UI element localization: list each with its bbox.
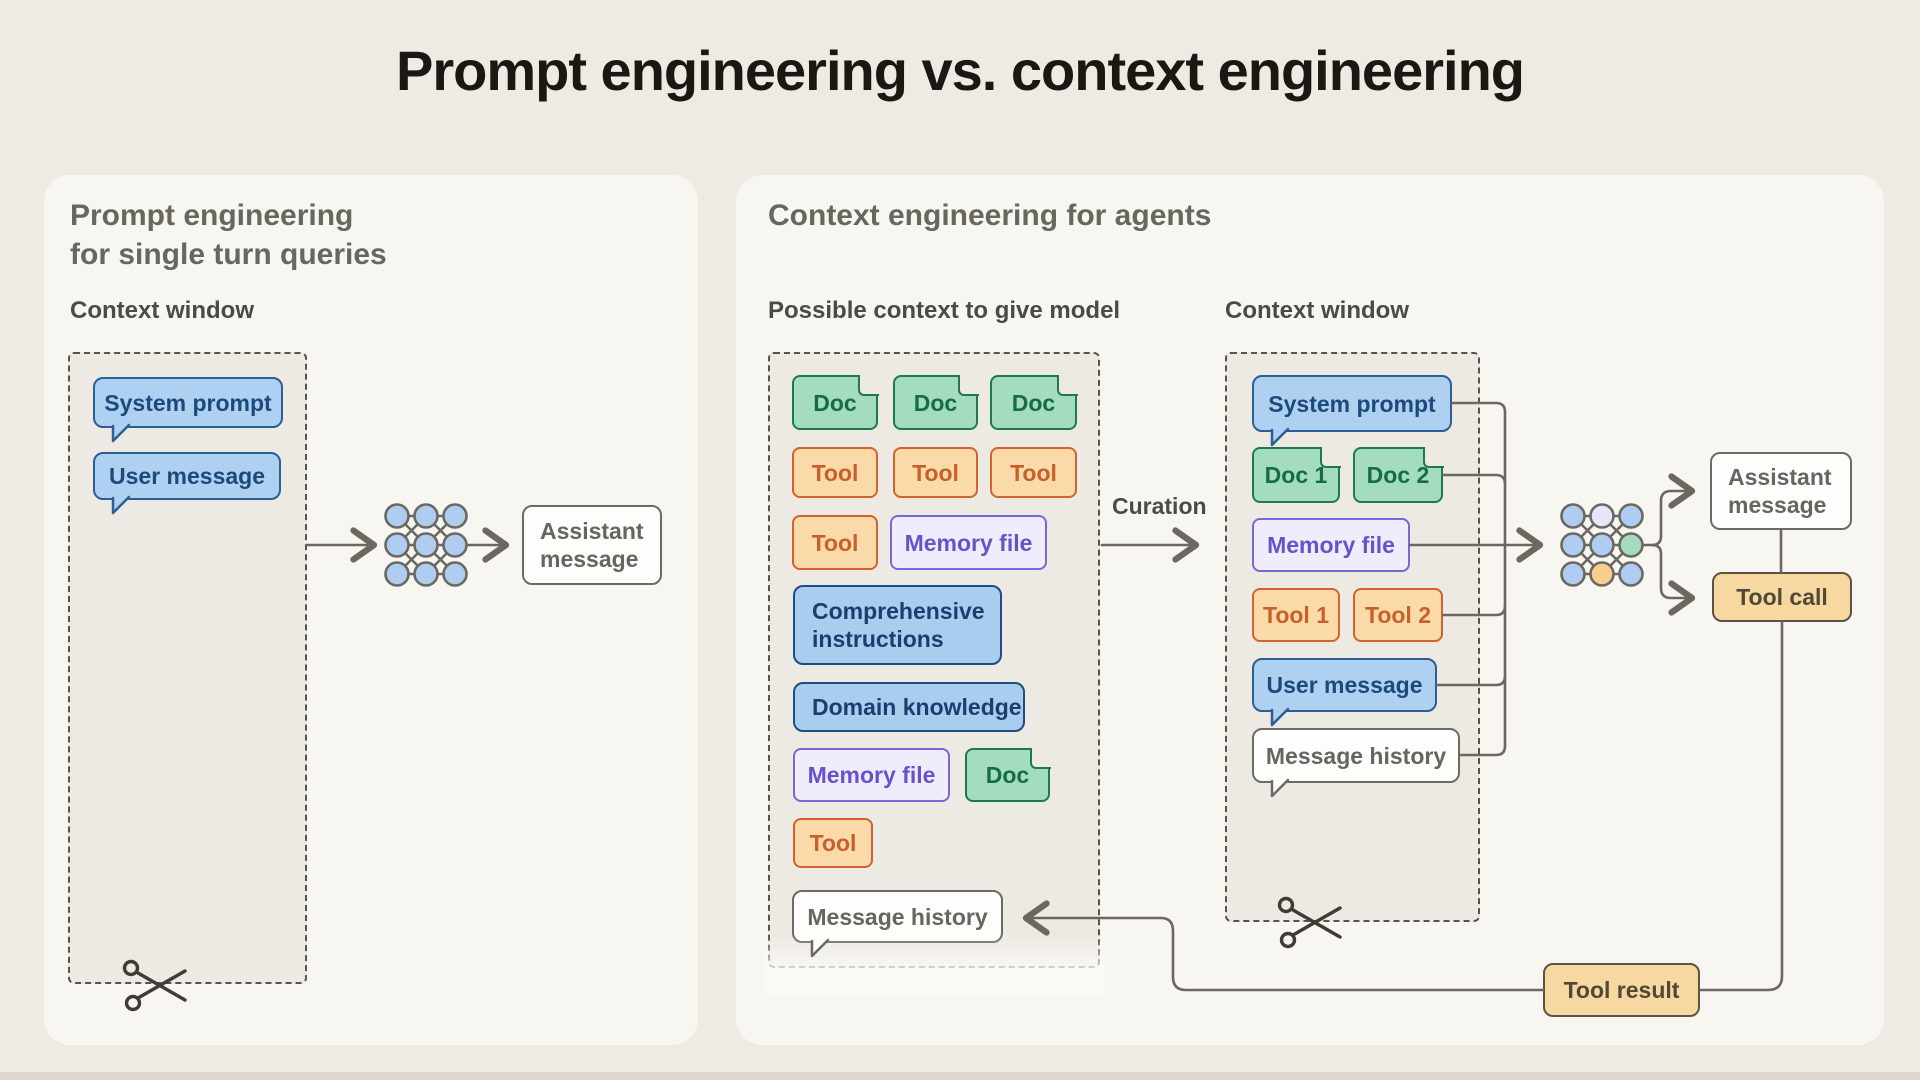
tool2-label: Tool 2 (1364, 602, 1431, 628)
memory-file-item: Memory file (793, 748, 950, 802)
left-panel-heading-line2: for single turn queries (70, 238, 387, 271)
memory-file-label: Memory file (904, 529, 1033, 556)
assistant-message-label: Assistant message (1728, 464, 1832, 518)
cw-memory-file-item: Memory file (1252, 518, 1410, 572)
tool-label: Tool (912, 459, 959, 486)
left-context-window-container (68, 352, 307, 984)
comprehensive-instructions-label: Comprehensive instructions (812, 598, 985, 652)
doc-item: Doc (990, 374, 1078, 430)
tool-call-box: Tool call (1712, 572, 1852, 622)
tool-label: Tool (811, 459, 859, 486)
left-system-prompt-label: System prompt (104, 389, 272, 416)
left-user-message-label: User message (109, 463, 265, 489)
possible-context-label: Possible context to give model (768, 297, 1121, 324)
left-assistant-message-label: Assistant message (540, 518, 644, 572)
tool-item: Tool (792, 447, 878, 498)
domain-knowledge-label: Domain knowledge (812, 694, 1022, 720)
cw-system-prompt-label: System prompt (1268, 390, 1436, 417)
tool-item: Tool (893, 447, 978, 498)
tool-label: Tool (811, 529, 859, 556)
memory-file-item: Memory file (890, 515, 1047, 570)
left-user-message-bubble: User message (93, 452, 281, 500)
bottom-fade (764, 936, 1104, 994)
bottom-strip (0, 1072, 1920, 1080)
cw-message-history-bubble: Message history (1252, 728, 1460, 783)
doc-label: Doc (1011, 389, 1056, 416)
doc2-item: Doc 2 (1353, 446, 1444, 503)
tool1-label: Tool 1 (1262, 602, 1329, 628)
doc-label: Doc (913, 389, 958, 416)
left-panel-heading-line1: Prompt engineering (70, 199, 354, 232)
cw-memory-file-label: Memory file (1267, 532, 1395, 558)
comprehensive-instructions-item: Comprehensive instructions (793, 585, 1002, 665)
cw-user-message-label: User message (1266, 672, 1423, 698)
cw-message-history-label: Message history (1265, 742, 1447, 769)
doc-label: Doc (985, 762, 1030, 788)
page-title: Prompt engineering vs. context engineeri… (396, 39, 1525, 102)
tool-item: Tool (990, 447, 1077, 498)
tool-result-box: Tool result (1543, 963, 1700, 1017)
assistant-message-box: Assistant message (1710, 452, 1852, 530)
left-panel-heading: Prompt engineering for single turn queri… (70, 196, 387, 274)
tool-label: Tool (1010, 459, 1057, 486)
memory-file-label: Memory file (807, 762, 936, 788)
left-context-window-label: Context window (70, 297, 254, 324)
doc-item: Doc (792, 374, 879, 430)
left-system-prompt-bubble: System prompt (93, 377, 283, 428)
doc-item: Doc (965, 747, 1051, 802)
tool-item: Tool (793, 818, 873, 868)
tool-label: Tool (809, 830, 857, 856)
doc-label: Doc (813, 389, 857, 416)
tool-item: Tool (792, 515, 878, 570)
tool-call-label: Tool call (1736, 584, 1828, 610)
tool1-item: Tool 1 (1252, 588, 1340, 642)
cw-system-prompt-bubble: System prompt (1252, 375, 1452, 432)
doc1-label: Doc 1 (1264, 462, 1328, 488)
doc2-label: Doc 2 (1366, 462, 1430, 488)
doc-item: Doc (893, 374, 979, 430)
doc1-item: Doc 1 (1252, 446, 1341, 503)
right-panel-heading: Context engineering for agents (768, 199, 1212, 232)
message-history-label: Message history (807, 903, 988, 930)
cw-user-message-bubble: User message (1252, 658, 1437, 712)
domain-knowledge-item: Domain knowledge (793, 682, 1025, 732)
curation-label: Curation (1112, 493, 1207, 519)
possible-message-history-bubble: Message history (792, 890, 1003, 943)
right-context-window-label: Context window (1225, 297, 1409, 324)
left-assistant-message-box: Assistant message (522, 505, 662, 585)
tool-result-label: Tool result (1563, 977, 1680, 1003)
tool2-item: Tool 2 (1353, 588, 1443, 642)
